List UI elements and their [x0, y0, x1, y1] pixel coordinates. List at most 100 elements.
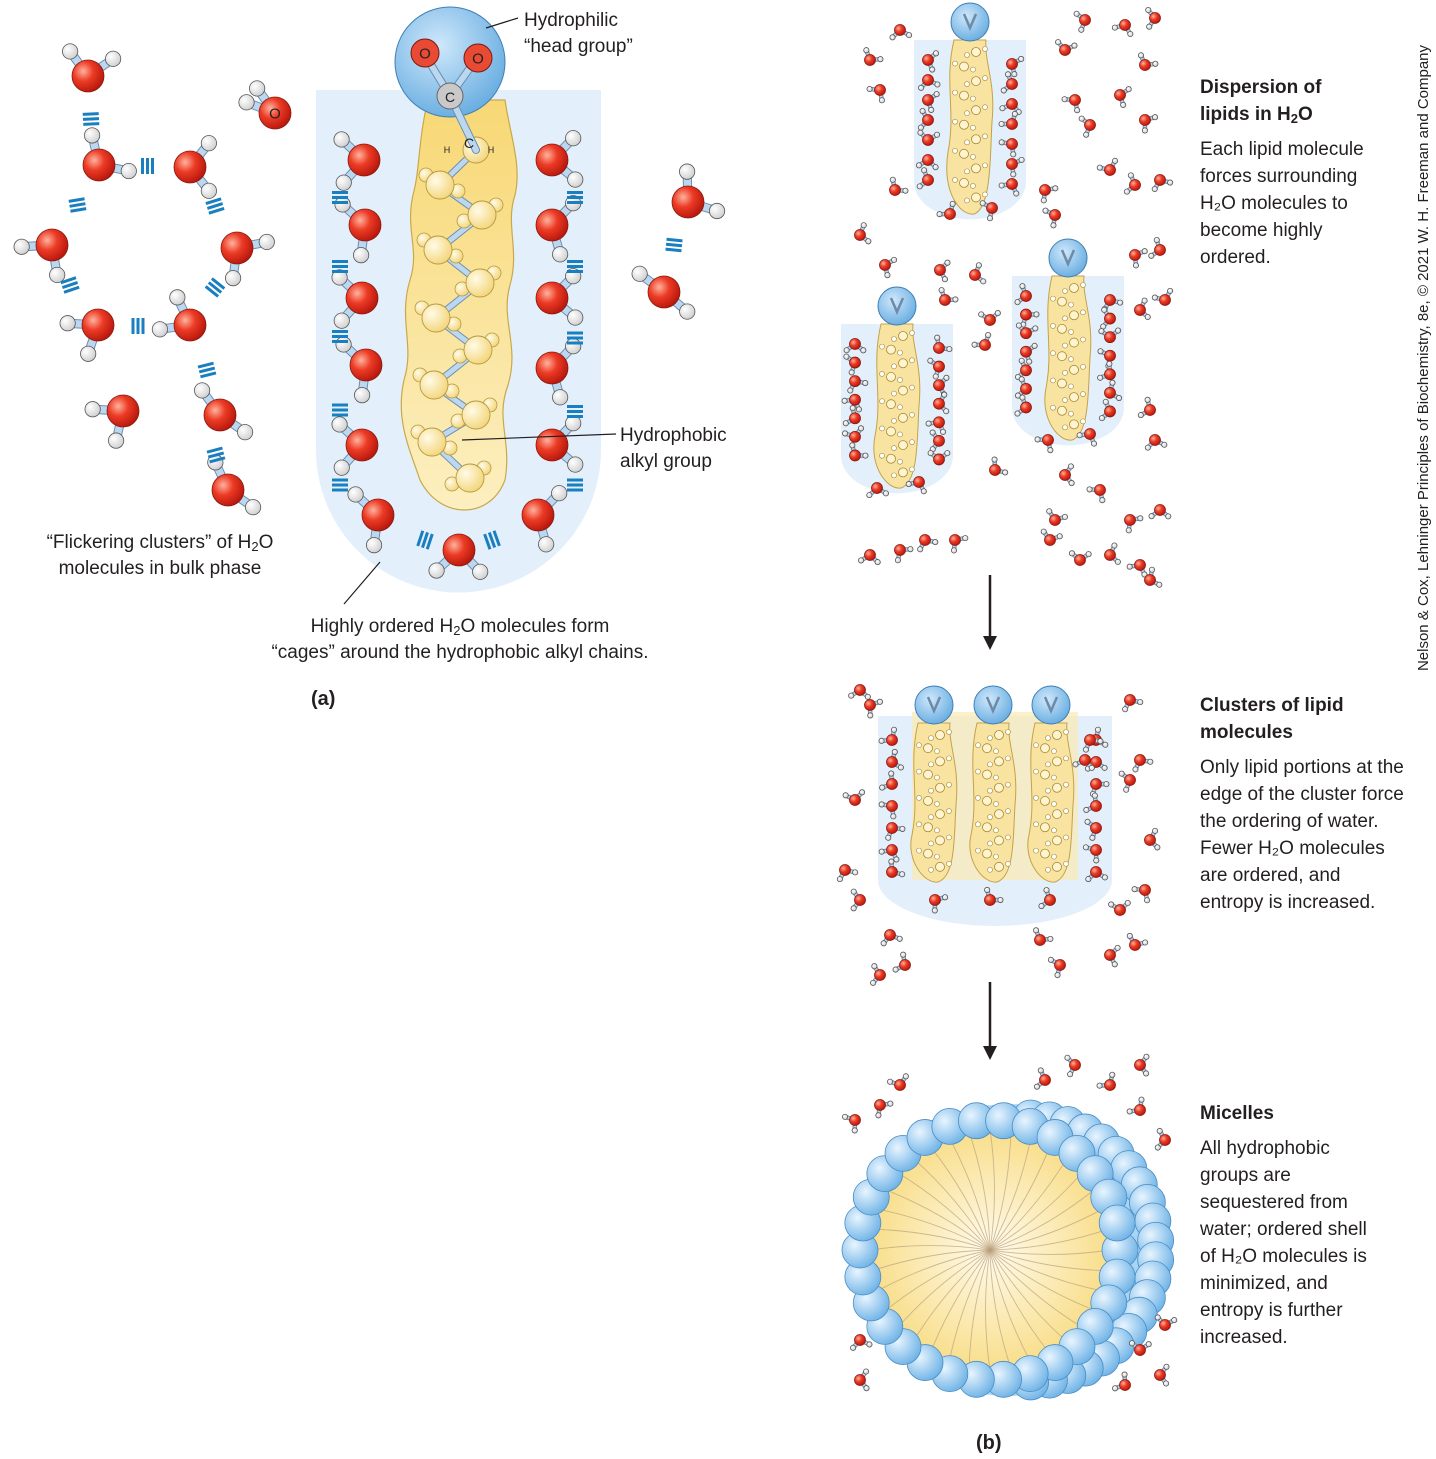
lipid-hydrogen	[1050, 404, 1056, 411]
oxygen-atom	[1114, 89, 1126, 101]
lipid-hydrogen	[964, 110, 970, 116]
oxygen-atom	[1104, 368, 1116, 381]
micelle-tail	[989, 1249, 1012, 1369]
oxygen-atom	[1134, 1344, 1146, 1356]
lipid-hydrogen	[1033, 795, 1039, 801]
small-water-molecule	[1039, 184, 1059, 204]
lipid-hydrogen	[879, 452, 885, 459]
small-water-molecule	[841, 1113, 861, 1134]
small-water-molecule	[1151, 174, 1174, 193]
hydrogen-atom	[1000, 87, 1007, 94]
small-water-molecule	[843, 338, 867, 354]
micelle-tail	[989, 1249, 1068, 1343]
oxygen-atom	[535, 351, 569, 385]
lipid-hydrogen	[1068, 329, 1074, 335]
oxygen-atom	[1124, 694, 1136, 706]
micelle-tail	[968, 1131, 991, 1251]
oxygen-atom	[442, 533, 476, 567]
small-water-molecule	[1059, 463, 1075, 487]
hydrogen-atom	[1163, 1363, 1170, 1370]
hydrogen-atom	[1143, 1070, 1150, 1077]
small-water-molecule	[842, 425, 865, 443]
hydrogen-atom	[347, 486, 364, 503]
hydrogen-atom	[1127, 172, 1134, 179]
hydrogen-atom	[927, 357, 934, 364]
cage-water-molecule	[428, 533, 489, 580]
small-water-molecule	[1137, 396, 1156, 419]
small-water-molecule	[841, 393, 862, 413]
lipid-carbon	[935, 861, 945, 872]
hydrogen-atom	[882, 490, 890, 497]
hydrogen-atom	[842, 420, 849, 427]
hydrogen-atom	[866, 1341, 873, 1348]
lipid-hydrogen	[909, 384, 915, 391]
hydrogen-atom	[867, 712, 874, 719]
hydrogen-atom	[1115, 327, 1122, 334]
hydrogen-atom	[932, 50, 940, 57]
oxygen-atom	[1114, 904, 1126, 916]
lipid-hydrogen	[928, 814, 934, 820]
hydrogen-atom	[978, 311, 985, 318]
carbon-atom	[419, 370, 449, 400]
atom-symbol-o: O	[269, 106, 281, 123]
hydrogen-atom	[1141, 571, 1148, 578]
hydrogen-atom	[1145, 6, 1152, 14]
lipid-hydrogen	[987, 840, 993, 847]
hydrogen-bond	[206, 446, 226, 464]
hydrogen-atom	[852, 869, 859, 876]
oxygen-atom	[1006, 178, 1018, 190]
lipid-hydrogen	[891, 472, 897, 479]
hydrogen-atom	[1040, 197, 1047, 204]
lipid-carbon	[935, 809, 945, 819]
micelle-tail	[989, 1129, 995, 1251]
hydrogen-atom	[944, 450, 951, 457]
small-water-molecule	[1104, 379, 1123, 402]
hydrogen-atom	[1032, 325, 1039, 332]
small-water-molecule	[933, 391, 950, 415]
hydrogen-atom	[920, 488, 927, 495]
lipid-hydrogen	[1080, 282, 1086, 288]
lipid-hydrogen	[952, 118, 958, 125]
lipid-hydrogen	[952, 148, 958, 154]
small-water-molecule	[1055, 39, 1078, 56]
lipid-hydrogen	[987, 761, 993, 768]
oxygen-atom	[1154, 244, 1166, 256]
small-water-molecule	[1131, 884, 1151, 904]
oxygen-atom	[849, 412, 861, 425]
small-water-molecule	[922, 91, 940, 113]
hydrogen-atom	[998, 139, 1005, 146]
oxygen-atom	[1159, 1319, 1171, 1331]
hydrogen-atom	[1141, 127, 1148, 134]
lipid-hydrogen	[1045, 787, 1051, 794]
cage-water-molecule	[331, 269, 379, 329]
micelle-tail	[877, 1249, 991, 1292]
lipid-hydrogen	[891, 336, 897, 342]
lipid-hydrogen	[1068, 410, 1074, 417]
hydrogen-atom	[851, 1127, 858, 1134]
hydrogen-atom	[1109, 379, 1116, 386]
oxygen-atom	[864, 699, 876, 711]
lipid-carbon	[1040, 743, 1050, 754]
lipid-hydrogen	[928, 761, 934, 768]
cage-water-molecule	[347, 486, 395, 554]
lipid-carbon	[1052, 782, 1062, 793]
oxygen-atom	[173, 150, 207, 184]
hydrogen-atom	[857, 425, 865, 432]
lipid-hydrogen	[934, 853, 940, 860]
lipid-hydrogen	[952, 60, 958, 67]
hydrogen-atom	[353, 247, 370, 264]
hydrogen-atom	[1013, 190, 1020, 197]
lipid-hydrogen	[1062, 342, 1068, 349]
hydrogen-atom	[906, 32, 913, 39]
lipid-hydrogen	[1062, 397, 1068, 403]
lipid-hydrogen	[909, 439, 915, 445]
lipid-hydrogen	[982, 133, 988, 140]
hydrogen-atom	[679, 163, 696, 180]
small-water-molecule	[1128, 1340, 1152, 1356]
hydrogen-atom	[1156, 581, 1163, 588]
oxygen-atom	[1134, 559, 1146, 571]
carbon-atom	[421, 303, 451, 333]
hydrogen-atom	[1098, 328, 1105, 335]
hydrogen-atom	[1123, 188, 1130, 195]
lipid-carbon	[935, 756, 945, 767]
